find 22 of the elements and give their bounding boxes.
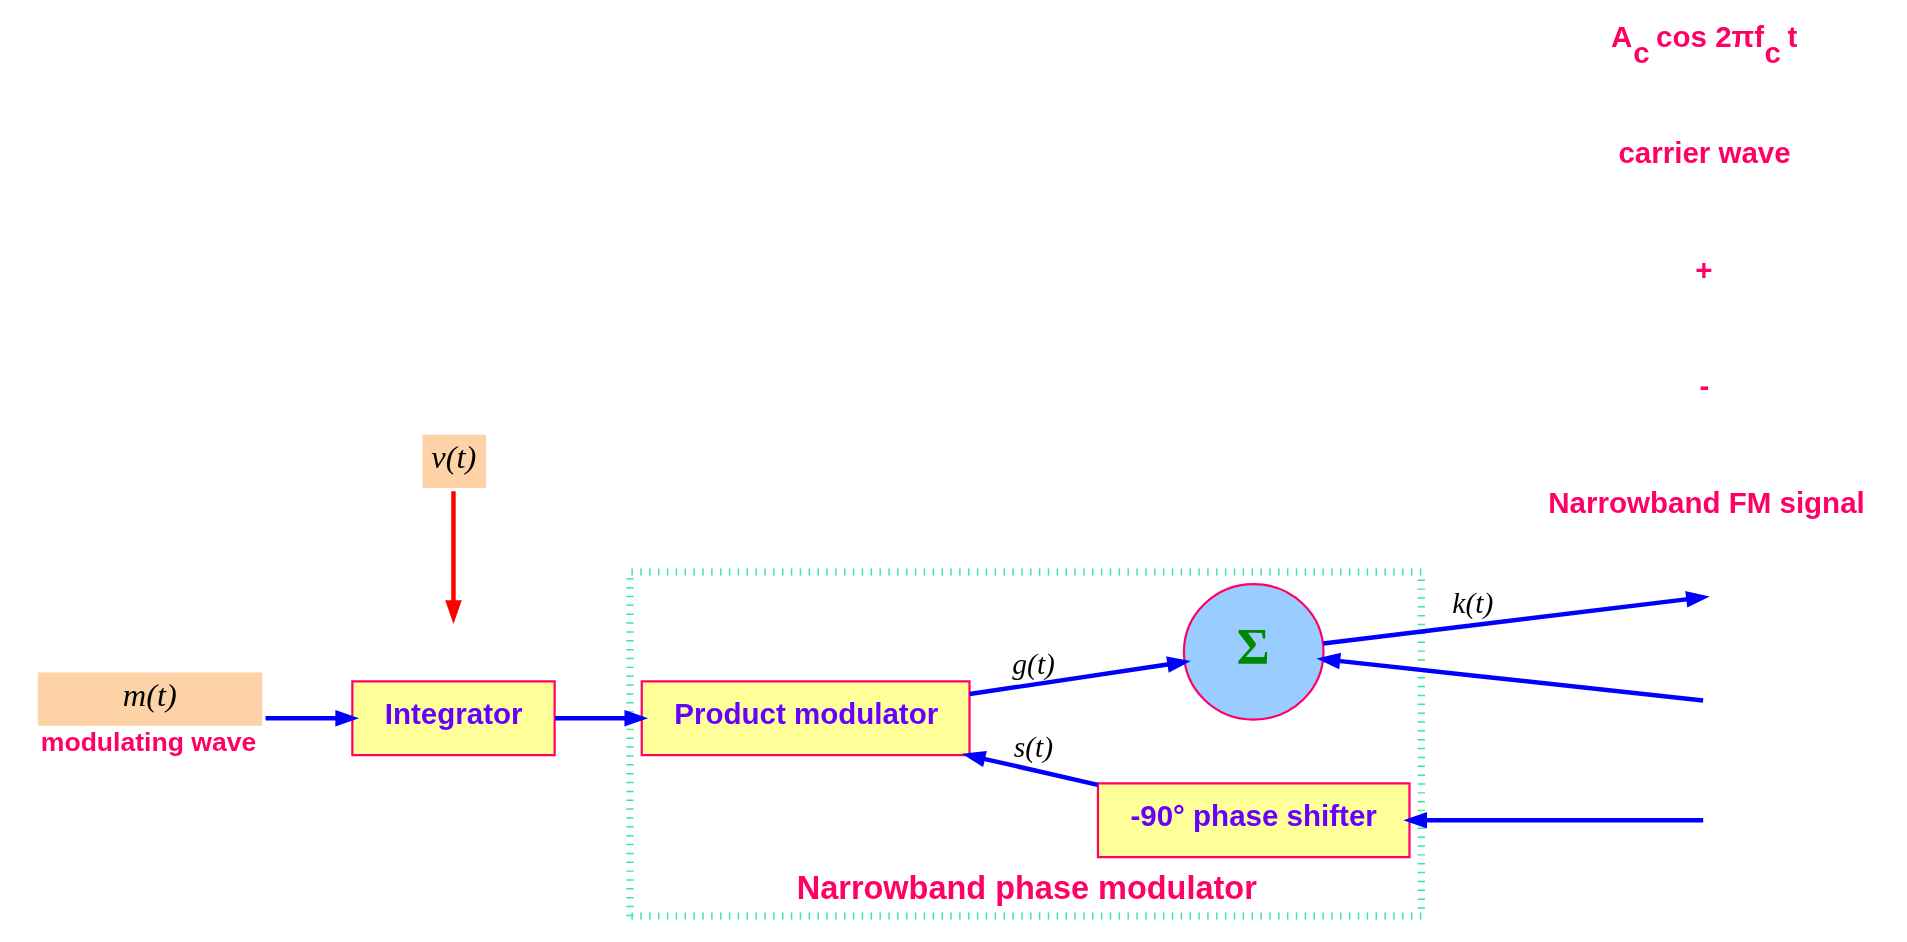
node-box: -90° phase shifter [1096,782,1411,859]
label: - [1699,369,1709,403]
edge-label: g(t) [1011,648,1055,681]
node-box: v(t) [422,434,486,488]
label: carrier wave [1617,136,1791,170]
arrow [1322,591,1710,646]
arrow [444,491,462,624]
arrow [961,750,1098,787]
node-circle: Σ [1182,582,1325,721]
label: Narrowband FM signal [1547,486,1865,520]
edge-label: s(t) [1013,730,1053,763]
node-label: modulating wave [40,727,256,758]
node-box: m(t) [37,672,262,726]
label: + [1694,252,1712,286]
arrow [1402,811,1703,829]
arrow [265,710,359,727]
arrow [554,710,648,727]
arrow [1316,652,1703,703]
arrow [968,656,1191,697]
edge-label: k(t) [1451,587,1493,620]
node-box: Product modulator [640,680,971,757]
node-box: Integrator [350,680,556,757]
